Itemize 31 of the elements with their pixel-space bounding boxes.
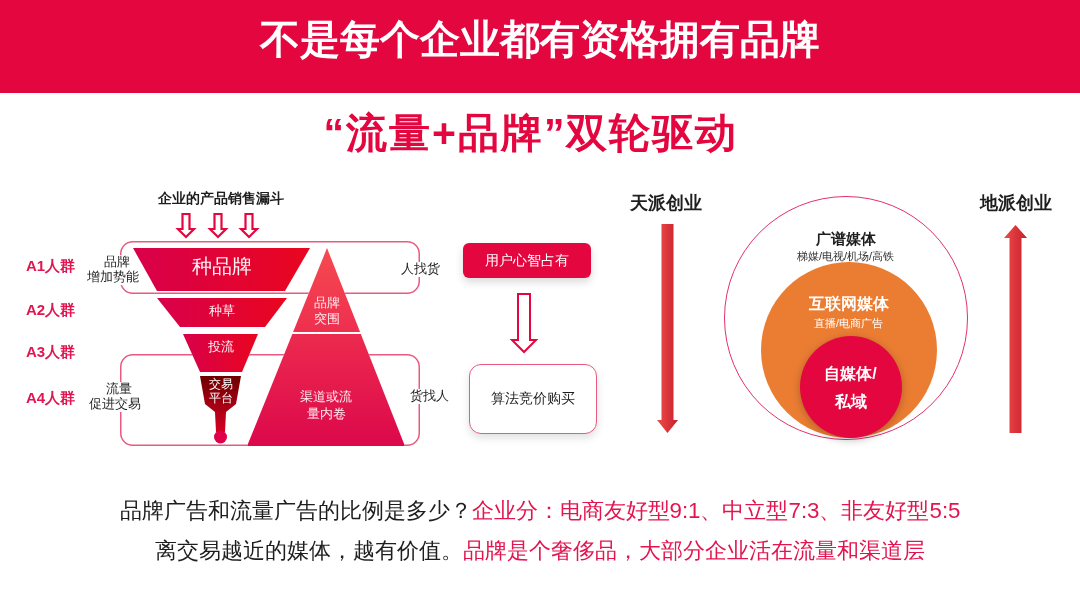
funnel-layer: 种草 <box>157 298 287 327</box>
circle <box>799 335 902 438</box>
circle-heading: 互联网媒体 <box>808 293 889 314</box>
circle-text: 直播/电商广告 <box>813 315 884 330</box>
side-label: 流量促进交易 <box>89 382 143 412</box>
pyramid-layer: 品牌突围 <box>292 248 361 333</box>
hollow-arrow <box>175 212 197 239</box>
title: 不是每个企业都有资格拥有品牌 <box>260 16 820 63</box>
caption-text: 品牌是个奢侈品，大部分企业活在流量和渠道层 <box>463 538 925 563</box>
row-label: A4人群 <box>26 388 76 408</box>
process-box: 算法竞价购买 <box>469 364 597 434</box>
side-heading: 天派创业 <box>630 192 702 214</box>
side-label: 货找人 <box>407 389 451 404</box>
row-label: A1人群 <box>26 256 76 276</box>
row-label: A2人群 <box>26 300 76 320</box>
circle-heading: 自媒体/私域 <box>823 363 878 412</box>
funnel-layer: 投流 <box>183 334 258 372</box>
row-label: A3人群 <box>26 342 76 362</box>
hollow-arrow <box>207 212 229 239</box>
caption-text: 离交易越近的媒体，越有价值。 <box>155 538 463 563</box>
hollow-arrow <box>238 212 260 239</box>
side-label: 品牌增加势能 <box>87 255 141 285</box>
caption-text: 品牌广告和流量广告的比例是多少？ <box>119 498 472 523</box>
circle-heading: 广谱媒体 <box>815 228 876 249</box>
subtitle: “流量+品牌”双轮驱动 <box>323 109 739 157</box>
side-heading: 地派创业 <box>980 192 1052 214</box>
process-box: 用户心智占有 <box>463 243 591 278</box>
circle-text: 梯媒/电视/机场/高铁 <box>796 248 895 263</box>
funnel-title: 企业的产品销售漏斗 <box>158 189 284 208</box>
caption-text: 企业分：电商友好型9:1、中立型7:3、非友好型5:5 <box>471 498 961 523</box>
hollow-arrow <box>509 293 539 354</box>
